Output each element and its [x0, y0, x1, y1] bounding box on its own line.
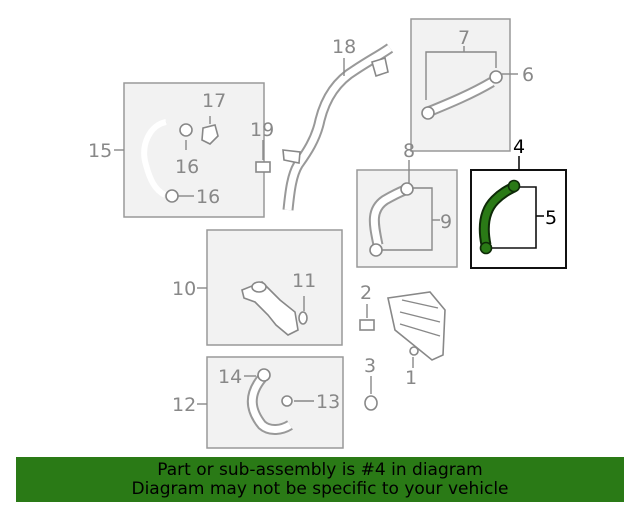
outlet-flange [251, 281, 267, 293]
callout-15: 15 [88, 140, 112, 162]
callout-group-19[interactable]: 19 [250, 119, 274, 173]
callout-group-8[interactable]: 8 9 [356, 140, 458, 268]
clamp-5-lower [479, 241, 493, 255]
callout-group-3[interactable]: 3 [364, 355, 378, 411]
callout-9: 9 [440, 211, 452, 233]
callout-19: 19 [250, 119, 274, 141]
seal-3 [364, 395, 378, 411]
hose-4-highlighted [480, 183, 516, 246]
callout-5: 5 [545, 207, 557, 229]
clamp-8-lower [369, 243, 383, 257]
callout-3: 3 [364, 355, 376, 377]
cooler-port [409, 346, 419, 356]
callout-group-12[interactable]: 12 14 13 [172, 356, 344, 449]
callout-group-15[interactable]: 15 16 16 17 [88, 82, 265, 218]
callout-14: 14 [218, 366, 242, 388]
callout-7: 7 [458, 27, 470, 49]
clamp-14 [257, 368, 271, 382]
callout-group-1[interactable]: 1 [387, 291, 446, 389]
callout-13: 13 [316, 391, 340, 413]
callout-2: 2 [360, 282, 372, 304]
info-banner: Part or sub-assembly is #4 in diagram Di… [16, 457, 624, 502]
pipe-bracket [371, 56, 389, 78]
callout-group-2[interactable]: 2 [359, 282, 375, 331]
clamp-16-lower [165, 189, 179, 203]
oil-cooler-1 [387, 291, 446, 361]
bracket-17 [201, 124, 219, 145]
callout-18: 18 [332, 36, 356, 58]
callout-16-upper: 16 [175, 156, 199, 178]
banner-line-1: Part or sub-assembly is #4 in diagram [157, 460, 483, 480]
callout-12: 12 [172, 394, 196, 416]
callout-group-18[interactable]: 18 [282, 36, 394, 211]
callout-group-7[interactable]: 7 6 [410, 18, 534, 152]
clamp-7-lower [421, 106, 435, 120]
callout-11: 11 [292, 270, 316, 292]
clamp-5-upper [507, 179, 521, 193]
clamp-8-upper [400, 182, 414, 196]
callout-1: 1 [405, 367, 417, 389]
callout-10: 10 [172, 278, 196, 300]
callout-8: 8 [403, 140, 415, 162]
clamp-16-upper [179, 123, 193, 137]
group-box-10 [206, 229, 343, 346]
group-box-15 [123, 82, 265, 218]
hose-12 [248, 375, 292, 433]
clamp-6 [489, 70, 503, 84]
clamp-13 [281, 395, 293, 407]
water-outlet-10 [241, 281, 299, 336]
callout-6: 6 [522, 64, 534, 86]
hose-8 [370, 186, 407, 246]
oring-11 [298, 311, 308, 325]
pipe-mount [282, 149, 301, 164]
banner-line-2: Diagram may not be specific to your vehi… [131, 479, 509, 499]
callout-4: 4 [513, 136, 525, 158]
bolt-19 [255, 161, 271, 173]
bolt-2 [359, 319, 375, 331]
callout-16-lower: 16 [196, 186, 220, 208]
callout-group-4[interactable]: 4 5 [470, 136, 567, 269]
callout-17: 17 [202, 90, 226, 112]
callout-group-10[interactable]: 10 11 [172, 229, 343, 346]
